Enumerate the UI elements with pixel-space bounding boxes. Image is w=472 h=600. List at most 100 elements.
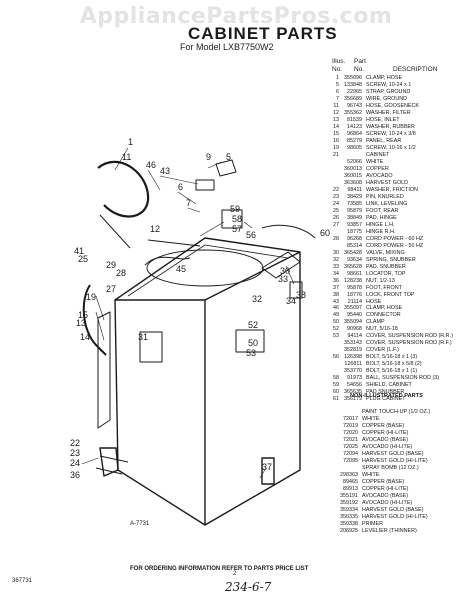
part-description: BOLT, 5/16-18 x 1 (3) bbox=[366, 354, 418, 361]
part-description: HARVEST GOLD bbox=[366, 179, 409, 186]
part-number: 352819 bbox=[344, 347, 362, 354]
illus-number: 27 bbox=[333, 221, 339, 228]
part-number: 96864 bbox=[347, 130, 362, 137]
part-number: 128238 bbox=[344, 277, 362, 284]
part-number: 38849 bbox=[347, 214, 362, 221]
illus-number: 50 bbox=[333, 319, 339, 326]
part-number: 72017 bbox=[343, 415, 358, 422]
illus-number: 6 bbox=[336, 88, 339, 95]
part-description: SCREW, 10-16 x 1/2 bbox=[366, 144, 416, 151]
illus-number: 16 bbox=[333, 137, 339, 144]
part-description: WHITE bbox=[362, 471, 380, 478]
callout-number: 34 bbox=[286, 296, 296, 306]
part-number: 359334 bbox=[340, 506, 358, 513]
part-description: AVOCADO (HI-LITE) bbox=[362, 499, 413, 506]
part-description: AVOCADO (BASE) bbox=[362, 436, 409, 443]
illus-number: 22 bbox=[333, 186, 339, 193]
part-number: 360013 bbox=[344, 165, 362, 172]
part-number: 14123 bbox=[347, 123, 362, 130]
illus-number: 49 bbox=[333, 312, 339, 319]
part-number: 72021 bbox=[343, 436, 358, 443]
part-number: 350335 bbox=[340, 513, 358, 520]
part-number: 72025 bbox=[343, 443, 358, 450]
illus-number: 43 bbox=[333, 298, 339, 305]
part-description: BOLT, 5/16-18 x 5/8 (2) bbox=[366, 361, 422, 368]
rear-panel bbox=[97, 311, 111, 429]
part-description: HARVEST GOLD (HI-LITE) bbox=[362, 457, 428, 464]
illus-number: 13 bbox=[333, 116, 339, 123]
callout-number: 12 bbox=[150, 224, 160, 234]
part-number: 54656 bbox=[347, 382, 362, 389]
part-description: PAD SNUBBER bbox=[366, 389, 405, 396]
callout-number: 9 bbox=[206, 152, 211, 162]
part-number: 81539 bbox=[347, 116, 362, 123]
part-number: 91973 bbox=[347, 375, 362, 382]
part-number: 72019 bbox=[343, 422, 358, 429]
illus-number: 46 bbox=[333, 305, 339, 312]
callout-number: 52 bbox=[248, 320, 258, 330]
callout-number: 14 bbox=[80, 332, 90, 342]
part-description: CONNECTOR bbox=[366, 312, 401, 319]
part-number: 365428 bbox=[344, 249, 362, 256]
illus-number: 38 bbox=[333, 291, 339, 298]
illus-number: 5 bbox=[336, 81, 339, 88]
part-description: WASHER, RUBBER bbox=[366, 123, 415, 130]
part-number: 93857 bbox=[347, 221, 362, 228]
part-description: STRAP, GROUND bbox=[366, 88, 411, 95]
illus-number: 15 bbox=[333, 130, 339, 137]
part-number: 353143 bbox=[344, 340, 362, 347]
illus-number: 26 bbox=[333, 214, 339, 221]
illus-number: 60 bbox=[333, 389, 339, 396]
part-number: 356179 bbox=[344, 396, 362, 403]
part-description: COVER, SUSPENSION ROD (R.R.) bbox=[366, 333, 453, 340]
part-number: 350338 bbox=[340, 520, 358, 527]
gooseneck-hose bbox=[97, 160, 150, 218]
part-number: 206925 bbox=[340, 527, 358, 534]
part-number: 353770 bbox=[344, 368, 362, 375]
part-description: COVER (L.F.) bbox=[366, 347, 399, 354]
callout-number: 7 bbox=[186, 198, 191, 208]
part-description: PAD, SNUBBER bbox=[366, 263, 406, 270]
illus-number: 32 bbox=[333, 256, 339, 263]
part-number: 90968 bbox=[347, 326, 362, 333]
callout-number: 33 bbox=[278, 274, 288, 284]
part-description: BOLT, 5/16-18 x 1 (1) bbox=[366, 368, 418, 375]
callout-number: 46 bbox=[146, 160, 156, 170]
nsl-row: SPRAY BOMB (12 OZ.) bbox=[338, 465, 468, 472]
part-number: 355362 bbox=[344, 109, 362, 116]
callout-number: 24 bbox=[70, 458, 80, 468]
part-number: 72020 bbox=[343, 429, 358, 436]
illus-number: 36 bbox=[333, 277, 339, 284]
part-number: 85279 bbox=[347, 137, 362, 144]
part-description: WASHER, FILTER bbox=[366, 109, 411, 116]
callout-number: 37 bbox=[262, 462, 272, 472]
handwritten-note: 234-6-7 bbox=[225, 580, 272, 594]
part-description: PIN, KNURLED bbox=[366, 193, 404, 200]
part-description: COVER, SUSPENSION ROD (R.F.) bbox=[366, 340, 452, 347]
illus-number: 33 bbox=[333, 263, 339, 270]
illus-number: 37 bbox=[333, 284, 339, 291]
part-description: WHITE bbox=[362, 415, 380, 422]
part-description: SPRING, SNUBBER bbox=[366, 256, 416, 263]
part-description: LINK, LEVELING bbox=[366, 200, 408, 207]
